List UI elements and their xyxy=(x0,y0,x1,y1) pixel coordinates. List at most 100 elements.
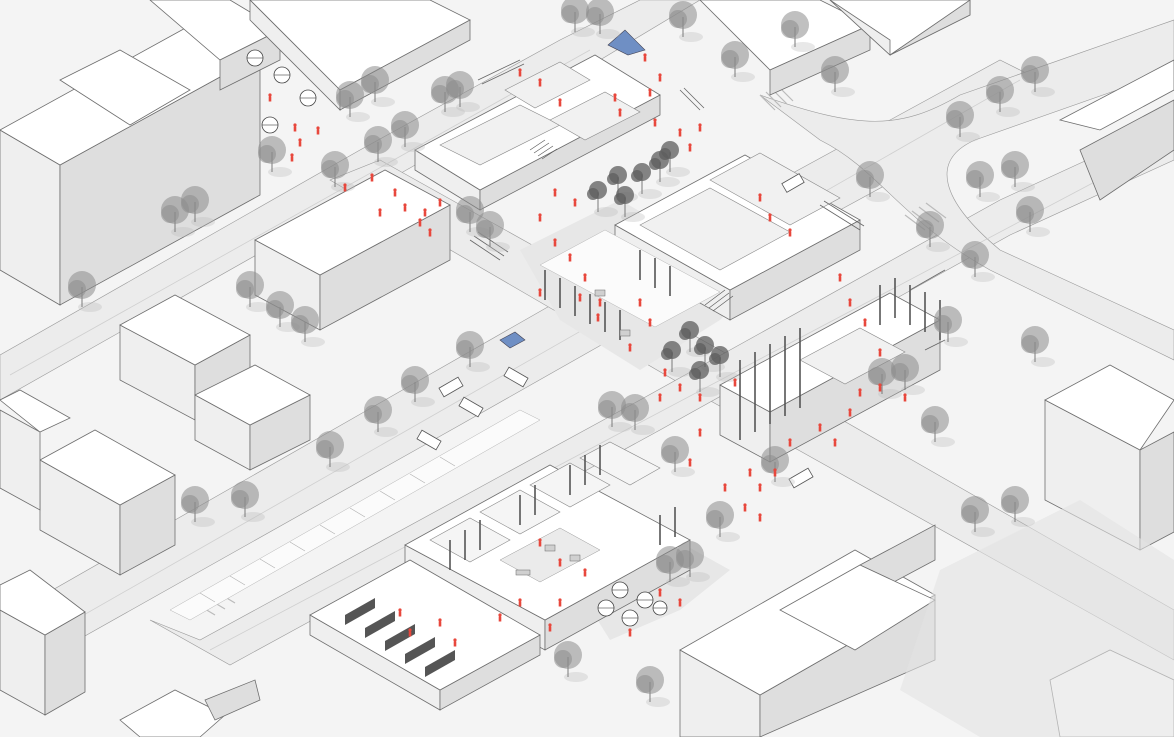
building-south-small xyxy=(119,679,261,737)
person-icon xyxy=(688,143,692,152)
person-icon xyxy=(558,98,562,107)
person-icon xyxy=(558,558,562,567)
tree-icon xyxy=(391,111,425,152)
building-northeast-tower xyxy=(829,0,971,56)
person-icon xyxy=(518,598,522,607)
tree-icon xyxy=(236,271,270,312)
umbrella-icon xyxy=(597,599,615,617)
building-southwest xyxy=(0,389,176,576)
tree-icon xyxy=(868,358,902,399)
person-icon xyxy=(678,128,682,137)
person-icon xyxy=(658,588,662,597)
tree-icon xyxy=(821,56,855,97)
tree-icon xyxy=(587,181,618,217)
car-icon xyxy=(503,366,529,388)
person-icon xyxy=(648,88,652,97)
building-east-corner xyxy=(1058,59,1174,201)
tree-icon xyxy=(476,211,510,252)
building-southwest-corner xyxy=(0,569,86,716)
facade-fins xyxy=(449,250,941,570)
tree-icon xyxy=(181,486,215,527)
person-icon xyxy=(628,628,632,637)
building-west-stack xyxy=(119,294,311,471)
person-icon xyxy=(438,198,442,207)
tree-icon xyxy=(1001,486,1035,527)
person-icon xyxy=(733,378,737,387)
person-icon xyxy=(453,638,457,647)
person-icon xyxy=(268,93,272,102)
tree-icon xyxy=(986,76,1020,117)
tree-icon xyxy=(266,291,300,332)
tree-icon xyxy=(709,346,740,382)
umbrella-icon xyxy=(273,66,291,84)
person-icon xyxy=(788,438,792,447)
tree-icon xyxy=(1021,326,1055,367)
umbrella-icon xyxy=(621,609,639,627)
tree-icon xyxy=(761,446,795,487)
bench-icon xyxy=(544,544,556,552)
person-icon xyxy=(748,468,752,477)
street-east-curve xyxy=(759,19,1174,361)
tree-icon xyxy=(1016,196,1050,237)
person-icon xyxy=(293,123,297,132)
person-icon xyxy=(596,313,600,322)
person-icon xyxy=(578,293,582,302)
person-icon xyxy=(643,53,647,62)
person-icon xyxy=(628,343,632,352)
person-icon xyxy=(723,483,727,492)
person-icon xyxy=(818,423,822,432)
bench-icon xyxy=(619,329,631,337)
car-icon xyxy=(788,467,814,489)
car-icon xyxy=(458,396,484,418)
tree-icon xyxy=(706,501,740,542)
person-icon xyxy=(538,213,542,222)
person-icon xyxy=(408,628,412,637)
parked-cars xyxy=(416,173,814,489)
tree-icon xyxy=(1021,56,1055,97)
project-block-southeast xyxy=(719,292,941,463)
person-icon xyxy=(758,483,762,492)
tree-icon xyxy=(656,546,690,587)
person-icon xyxy=(638,298,642,307)
person-icon xyxy=(698,123,702,132)
tree-icon xyxy=(916,211,950,252)
tree-icon xyxy=(621,394,655,435)
shadow-southeast xyxy=(900,500,1174,737)
person-icon xyxy=(903,393,907,402)
person-icon xyxy=(878,348,882,357)
person-icon xyxy=(538,288,542,297)
benches xyxy=(515,289,631,576)
person-icon xyxy=(743,503,747,512)
person-icon xyxy=(553,238,557,247)
person-icon xyxy=(398,608,402,617)
tree-icon xyxy=(891,354,925,395)
tree-icon xyxy=(961,496,995,537)
person-icon xyxy=(568,253,572,262)
umbrella-icon xyxy=(246,49,264,67)
tree-icon xyxy=(361,66,395,107)
person-icon xyxy=(698,428,702,437)
person-icon xyxy=(553,188,557,197)
person-icon xyxy=(658,73,662,82)
person-icon xyxy=(343,183,347,192)
person-icon xyxy=(858,388,862,397)
person-icon xyxy=(773,468,777,477)
person-icon xyxy=(863,318,867,327)
tree-icon xyxy=(946,101,980,142)
person-icon xyxy=(316,126,320,135)
person-icon xyxy=(498,613,502,622)
bench-icon xyxy=(515,569,531,576)
umbrella-icon xyxy=(652,600,668,616)
person-icon xyxy=(428,228,432,237)
umbrella-icon xyxy=(636,591,654,609)
person-icon xyxy=(378,208,382,217)
bench-icon xyxy=(569,554,581,562)
cafe-umbrellas xyxy=(246,49,668,627)
car-icon xyxy=(416,429,442,451)
person-icon xyxy=(403,203,407,212)
person-icon xyxy=(678,598,682,607)
tree-icon xyxy=(669,1,703,42)
project-block-southwest xyxy=(309,559,541,711)
car-icon xyxy=(438,376,464,398)
tree-icon xyxy=(1001,151,1035,192)
